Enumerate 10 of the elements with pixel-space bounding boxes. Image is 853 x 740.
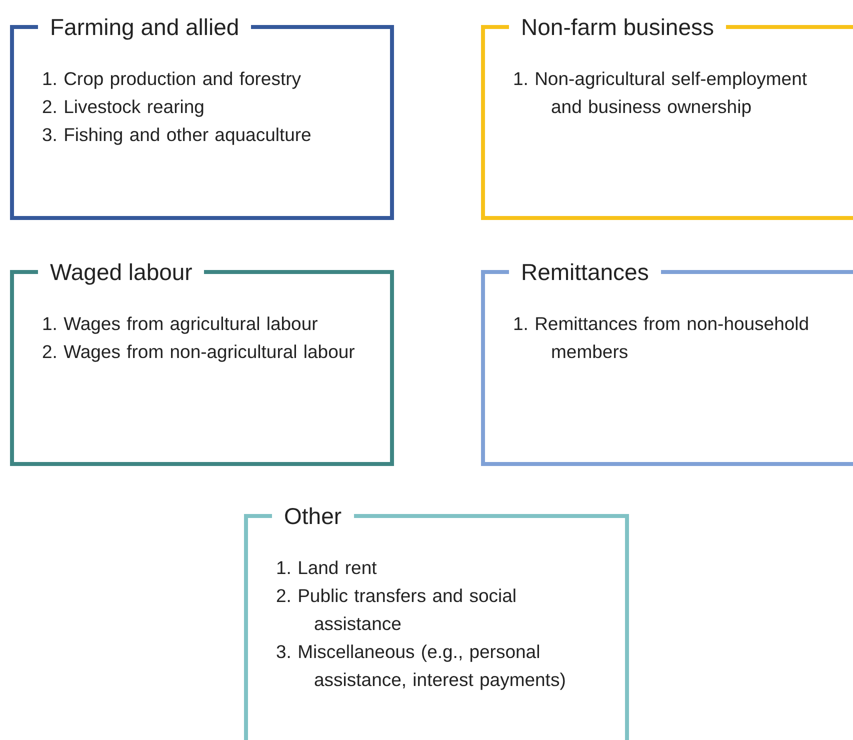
list-item: 3. Miscellaneous (e.g., personal assistance, interest payments): [276, 640, 567, 692]
list-item: 3. Fishing and other aquaculture: [42, 123, 312, 147]
list-item: 1. Wages from agricultural labour: [42, 312, 319, 336]
list-item: 1. Crop production and forestry: [42, 67, 302, 91]
list-item: 2. Wages from non-agricultural labour: [42, 340, 356, 364]
list-item: 1. Land rent: [276, 556, 378, 580]
list-item: 2. Public transfers and social assistance: [276, 584, 518, 636]
list-item: 1. Non-agricultural self-employment and business ownership: [513, 67, 808, 119]
list-item: 2. Livestock rearing: [42, 95, 206, 119]
list-item: 1. Remittances from non-household members: [513, 312, 810, 364]
